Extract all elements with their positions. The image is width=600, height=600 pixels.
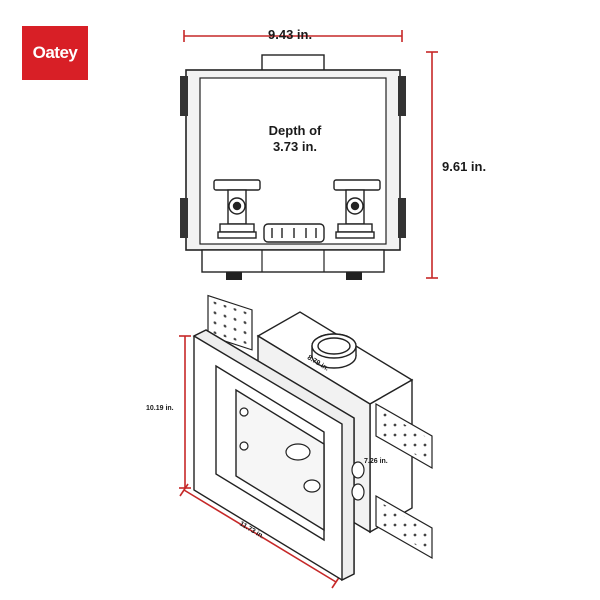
brand-logo: Oatey (22, 26, 88, 80)
box-base (201, 249, 385, 273)
top-outlet (261, 54, 325, 72)
right-supply-stub (346, 272, 362, 280)
right-lower-tab (398, 198, 406, 238)
left-lower-tab (180, 198, 188, 238)
left-supply-stub (226, 272, 242, 280)
isometric-view (179, 294, 433, 589)
brand-logo-text: Oatey (32, 43, 78, 62)
front-view (180, 30, 438, 280)
depth-label-line1: Depth of (268, 123, 322, 138)
left-mounting-bracket (207, 294, 253, 351)
iso-inner-ports (239, 407, 365, 501)
depth-label-line2: 3.73 in. (272, 139, 318, 154)
depth-label: Depth of 3.73 in. (250, 123, 340, 155)
flange-height-label: 10.19 in. (146, 405, 174, 412)
right-lower-bracket (375, 494, 433, 560)
right-upper-bracket (375, 402, 433, 470)
front-width-label: 9.43 in. (268, 27, 313, 42)
box-height-label: 7.26 in. (364, 458, 388, 465)
front-height-label: 9.61 in. (442, 159, 487, 174)
flange-height-dimension-line (179, 335, 191, 489)
left-upper-tab (180, 76, 188, 116)
left-valve (213, 179, 261, 239)
front-height-dimension-line (426, 51, 438, 279)
right-valve (333, 179, 381, 239)
iso-top-outlet (311, 333, 357, 369)
center-drain (263, 223, 325, 243)
right-upper-tab (398, 76, 406, 116)
front-width-dimension-line (183, 30, 403, 42)
